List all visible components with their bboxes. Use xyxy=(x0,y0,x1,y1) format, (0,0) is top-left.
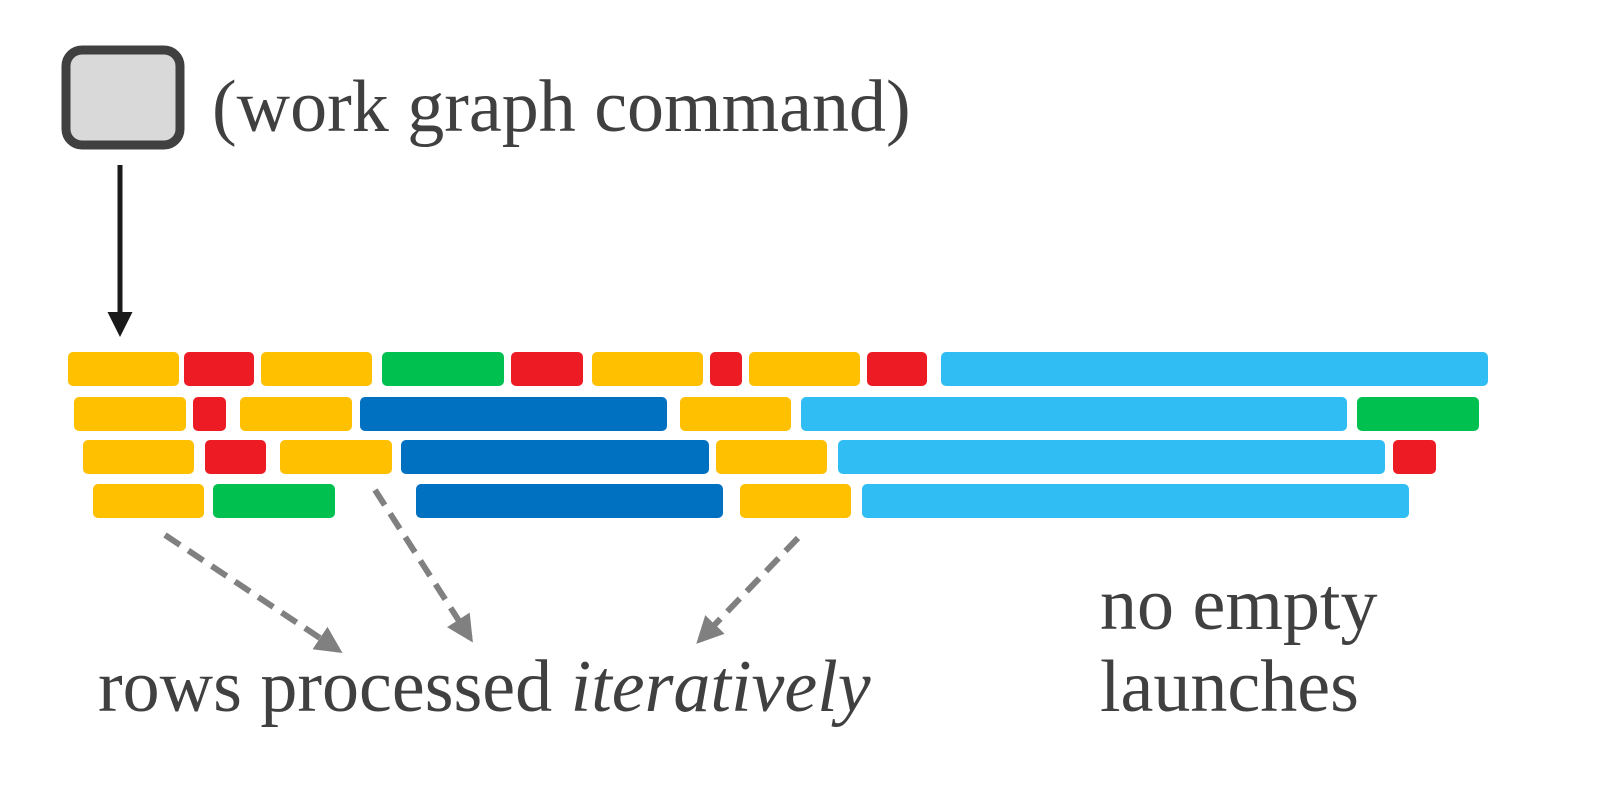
dispatch-block-yellow xyxy=(592,352,703,386)
dispatch-block-light-blue xyxy=(941,352,1488,386)
command-label: (work graph command) xyxy=(212,66,911,148)
dispatch-block-red xyxy=(205,440,266,474)
dispatch-block-yellow xyxy=(74,397,186,431)
dispatch-block-red xyxy=(193,397,226,431)
dispatch-block-green xyxy=(382,352,504,386)
dispatch-block-green xyxy=(1357,397,1479,431)
dispatch-block-dark-blue xyxy=(416,484,723,518)
dispatch-block-yellow xyxy=(261,352,372,386)
dashed-arrow-1 xyxy=(163,532,343,653)
rounded-square-icon xyxy=(61,45,185,150)
dispatch-block-red xyxy=(867,352,927,386)
dispatch-block-yellow xyxy=(68,352,179,386)
dispatch-block-red xyxy=(1393,440,1436,474)
dispatch-block-yellow xyxy=(280,440,392,474)
dispatch-block-red xyxy=(710,352,742,386)
dashed-arrow-3 xyxy=(696,535,801,644)
dispatch-block-dark-blue xyxy=(360,397,667,431)
dispatch-rows xyxy=(68,352,1488,518)
no-empty-label-line2: launches xyxy=(1100,646,1359,728)
dispatch-block-red xyxy=(184,352,254,386)
dispatch-block-light-blue xyxy=(862,484,1409,518)
dispatch-block-yellow xyxy=(749,352,860,386)
dispatch-block-yellow xyxy=(716,440,827,474)
no-empty-label-line1: no empty xyxy=(1100,564,1378,646)
dispatch-block-yellow xyxy=(680,397,791,431)
dispatch-block-yellow xyxy=(93,484,204,518)
dispatch-block-green xyxy=(213,484,335,518)
dispatch-block-yellow xyxy=(240,397,352,431)
dispatch-block-light-blue xyxy=(801,397,1347,431)
dispatch-block-red xyxy=(511,352,583,386)
dashed-arrow-2 xyxy=(372,488,473,643)
dispatch-block-yellow xyxy=(740,484,851,518)
rows-iterative-emphasis: iteratively xyxy=(570,646,871,728)
rows-iterative-label: rows processed iteratively xyxy=(98,650,871,724)
dispatch-block-yellow xyxy=(83,440,194,474)
rows-iterative-prefix: rows processed xyxy=(98,646,571,728)
dispatch-block-light-blue xyxy=(838,440,1385,474)
dispatch-block-dark-blue xyxy=(401,440,709,474)
